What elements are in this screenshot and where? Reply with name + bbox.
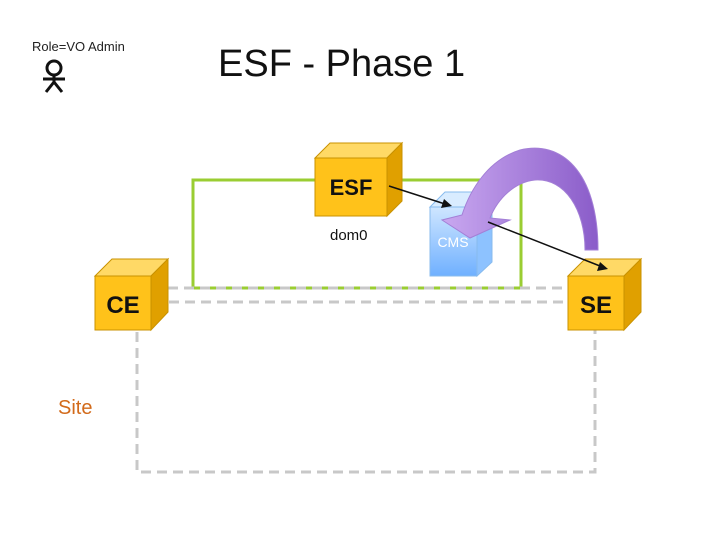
person-icon bbox=[43, 59, 65, 93]
ce-label: CE bbox=[106, 292, 139, 319]
se-node[interactable] bbox=[566, 257, 643, 332]
esf-to-cms-arrow bbox=[388, 185, 446, 205]
se-label: SE bbox=[580, 292, 612, 319]
esf-node[interactable] bbox=[313, 141, 404, 218]
site-label: Site bbox=[58, 397, 93, 419]
site-box bbox=[135, 300, 597, 474]
ce-node[interactable] bbox=[93, 257, 170, 332]
cms-label: CMS bbox=[437, 234, 468, 250]
dom0-label: dom0 bbox=[330, 227, 368, 244]
esf-label: ESF bbox=[330, 175, 373, 200]
role-label: Role=VO Admin bbox=[32, 39, 125, 54]
curved-arrow-icon bbox=[440, 147, 599, 251]
esf-to-cms-arrowhead bbox=[441, 199, 452, 208]
cms-to-se-arrow bbox=[487, 221, 601, 267]
cms-to-se-arrowhead bbox=[597, 262, 608, 271]
page-title: ESF - Phase 1 bbox=[218, 43, 466, 85]
